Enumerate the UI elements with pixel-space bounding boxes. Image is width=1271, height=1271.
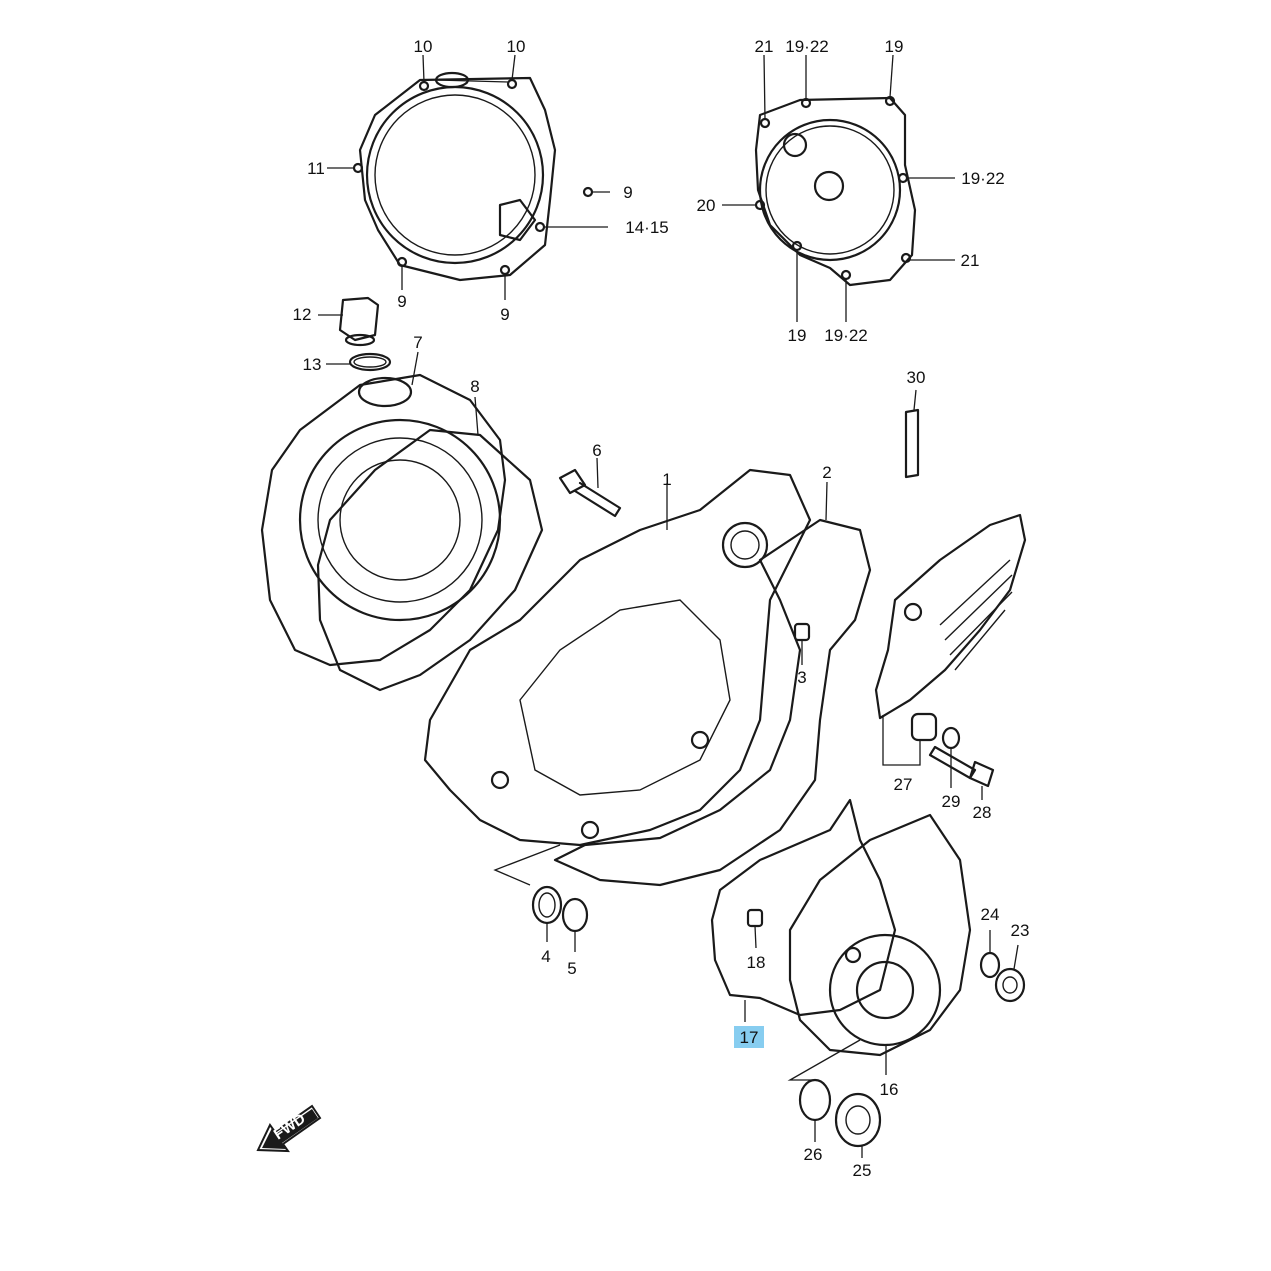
callout-labels: 10 10 11 9 14·15 9 9 21 19·22 19 19·22 2… — [293, 37, 1030, 1180]
gasket-17-drawing — [710, 798, 897, 1017]
callout-label: 25 — [853, 1161, 872, 1180]
crankcase-gasket-drawing — [553, 518, 872, 887]
callout-label: 27 — [894, 775, 913, 794]
callout-label: 9 — [623, 183, 632, 202]
callout-label: 16 — [880, 1080, 899, 1099]
clip-drawing — [904, 408, 920, 479]
o-ring-5-drawing — [561, 897, 589, 933]
callout-label: 19 — [885, 37, 904, 56]
bolt-drawing — [558, 468, 622, 518]
callout-label: 1 — [662, 470, 671, 489]
callout-label: 9 — [500, 305, 509, 324]
callout-label: 14·15 — [625, 218, 668, 237]
callout-label: 5 — [567, 959, 576, 978]
callout-label: 19·22 — [961, 169, 1004, 188]
magneto-cover-drawing — [754, 95, 917, 287]
callout-label: 19·22 — [824, 326, 867, 345]
outer-clutch-cover-drawing — [260, 373, 507, 667]
callout-label: 29 — [942, 792, 961, 811]
clutch-cover-drawing — [352, 71, 594, 282]
callout-label: 24 — [981, 905, 1000, 924]
highlight-box-17 — [734, 1026, 764, 1048]
plug-23-drawing — [994, 967, 1026, 1003]
callout-label: 18 — [747, 953, 766, 972]
callout-label: 8 — [470, 377, 479, 396]
plug-25-drawing — [834, 1092, 882, 1148]
generator-cover-drawing — [788, 813, 972, 1057]
collar-drawing — [910, 712, 938, 742]
dowel-pin-3-drawing — [793, 622, 811, 642]
callout-label: 11 — [307, 159, 325, 178]
callout-label: 3 — [797, 668, 806, 687]
callout-label: 4 — [541, 947, 550, 966]
callout-label: 19·22 — [785, 37, 828, 56]
callout-label: 7 — [413, 333, 422, 352]
callout-label: 21 — [755, 37, 774, 56]
callout-label: 9 — [397, 292, 406, 311]
callout-label: 30 — [907, 368, 926, 387]
callout-label: 21 — [961, 251, 980, 270]
o-ring-24-drawing — [979, 951, 1001, 979]
callout-label: 10 — [414, 37, 433, 56]
crankcase-cover-drawing — [423, 468, 812, 847]
callout-label: 28 — [973, 803, 992, 822]
callout-label: 12 — [293, 305, 312, 324]
callout-label: 2 — [822, 463, 831, 482]
oil-filler-cap-drawing — [338, 296, 392, 372]
sprocket-cover-drawing — [874, 513, 1027, 720]
callout-label: 20 — [697, 196, 716, 215]
washer-drawing — [941, 726, 961, 750]
callout-label: 19 — [788, 326, 807, 345]
dowel-pin-18-drawing — [746, 908, 764, 928]
callout-label: 23 — [1011, 921, 1030, 940]
callout-label-highlighted: 17 — [740, 1028, 759, 1047]
leader-lines — [318, 54, 1019, 1158]
fwd-arrow-icon: FWD — [256, 1104, 322, 1153]
callout-label: 13 — [303, 355, 322, 374]
callout-label: 26 — [804, 1145, 823, 1164]
sprocket-bolt-drawing — [928, 745, 995, 788]
callout-label: 10 — [507, 37, 526, 56]
clutch-gasket-drawing — [316, 428, 544, 692]
o-ring-26-drawing — [798, 1078, 832, 1122]
callout-label: 6 — [592, 441, 601, 460]
